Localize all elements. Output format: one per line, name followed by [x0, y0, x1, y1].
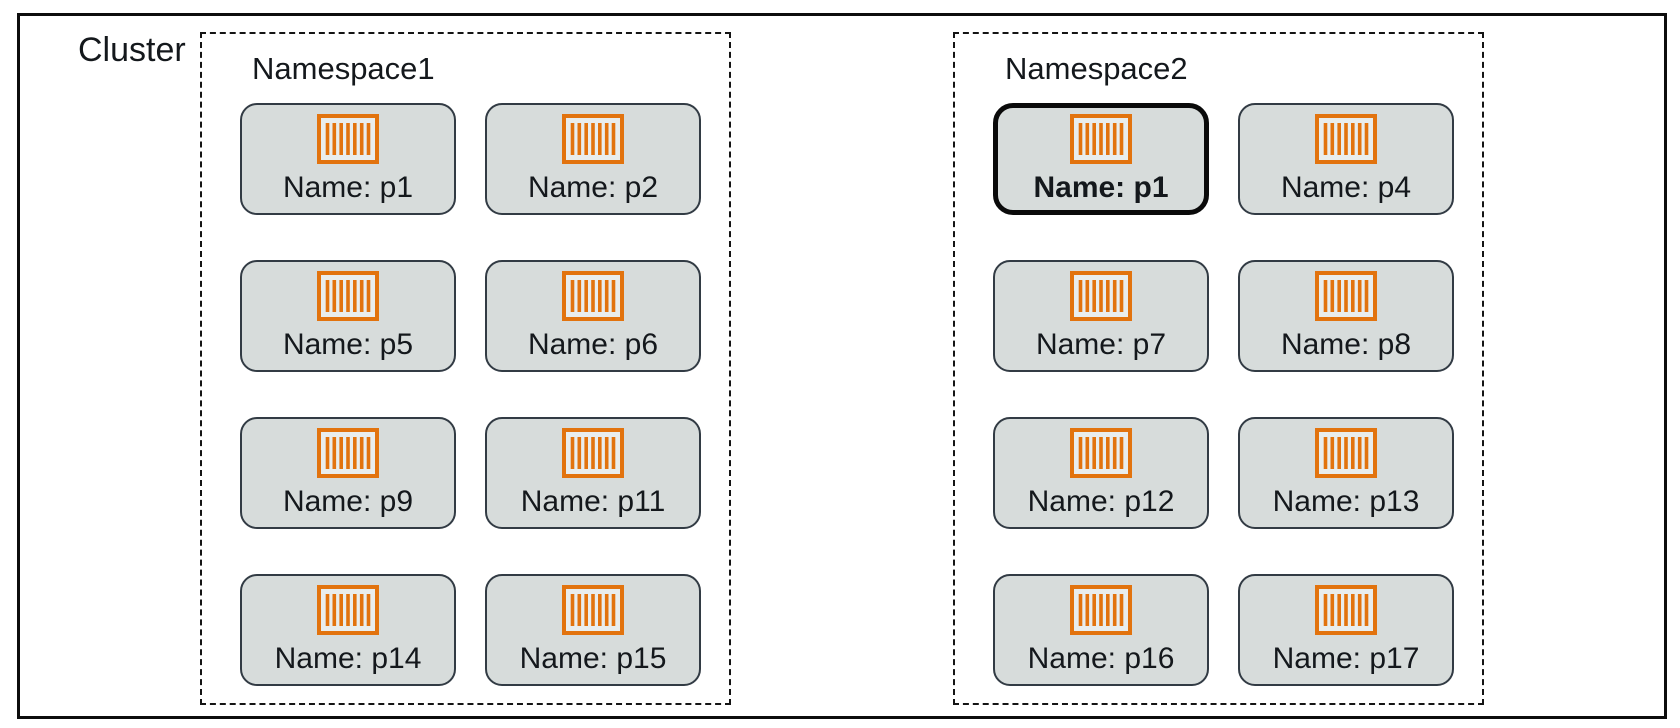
container-icon — [1315, 585, 1377, 635]
pod: Name: p6 — [485, 260, 701, 372]
pod-name-label: Name: p2 — [527, 171, 659, 204]
container-icon — [1070, 271, 1132, 321]
namespace-box: Namespace2 Name: p1 — [953, 32, 1484, 705]
container-icon — [1070, 585, 1132, 635]
pod-name-label: Name: p1 — [282, 171, 414, 204]
container-icon — [562, 271, 624, 321]
container-icon — [317, 271, 379, 321]
pod: Name: p9 — [240, 417, 456, 529]
container-icon — [317, 428, 379, 478]
container-icon — [562, 114, 624, 164]
container-icon — [1315, 271, 1377, 321]
cluster-box: Cluster Namespace1 Name: p1 — [17, 13, 1667, 719]
pod: Name: p12 — [993, 417, 1209, 529]
pod-name-label: Name: p6 — [527, 328, 659, 361]
container-icon — [1070, 114, 1132, 164]
pod-name-label: Name: p1 — [1033, 171, 1169, 204]
pod-grid: Name: p1 Name: p2 — [240, 103, 701, 686]
container-icon — [317, 585, 379, 635]
namespaces-row: Namespace1 Name: p1 — [20, 16, 1664, 716]
pod: Name: p8 — [1238, 260, 1454, 372]
container-icon — [1315, 114, 1377, 164]
pod: Name: p14 — [240, 574, 456, 686]
pod-name-label: Name: p8 — [1280, 328, 1412, 361]
container-icon — [562, 585, 624, 635]
pod-name-label: Name: p4 — [1280, 171, 1412, 204]
pod: Name: p15 — [485, 574, 701, 686]
pod: Name: p17 — [1238, 574, 1454, 686]
namespace-box: Namespace1 Name: p1 — [200, 32, 731, 705]
container-icon — [317, 114, 379, 164]
pod-name-label: Name: p7 — [1035, 328, 1167, 361]
namespace-title: Namespace1 — [252, 51, 435, 86]
pod: Name: p2 — [485, 103, 701, 215]
container-icon — [562, 428, 624, 478]
pod-name-label: Name: p16 — [1027, 642, 1175, 675]
container-icon — [1070, 428, 1132, 478]
cluster-label: Cluster — [78, 31, 186, 69]
pod-name-label: Name: p5 — [282, 328, 414, 361]
pod: Name: p1 — [240, 103, 456, 215]
namespace-title: Namespace2 — [1005, 51, 1188, 86]
pod: Name: p7 — [993, 260, 1209, 372]
pod-name-label: Name: p9 — [282, 485, 414, 518]
container-icon — [1315, 428, 1377, 478]
pod: Name: p13 — [1238, 417, 1454, 529]
pod-grid: Name: p1 Name: p4 — [993, 103, 1454, 686]
pod-name-label: Name: p11 — [520, 485, 666, 518]
pod-name-label: Name: p14 — [274, 642, 422, 675]
pod-name-label: Name: p13 — [1272, 485, 1420, 518]
pod: Name: p11 — [485, 417, 701, 529]
pod: Name: p5 — [240, 260, 456, 372]
pod: Name: p4 — [1238, 103, 1454, 215]
pod-name-label: Name: p12 — [1027, 485, 1175, 518]
pod-name-label: Name: p15 — [519, 642, 667, 675]
pod-name-label: Name: p17 — [1272, 642, 1420, 675]
pod: Name: p1 — [993, 103, 1209, 215]
pod: Name: p16 — [993, 574, 1209, 686]
